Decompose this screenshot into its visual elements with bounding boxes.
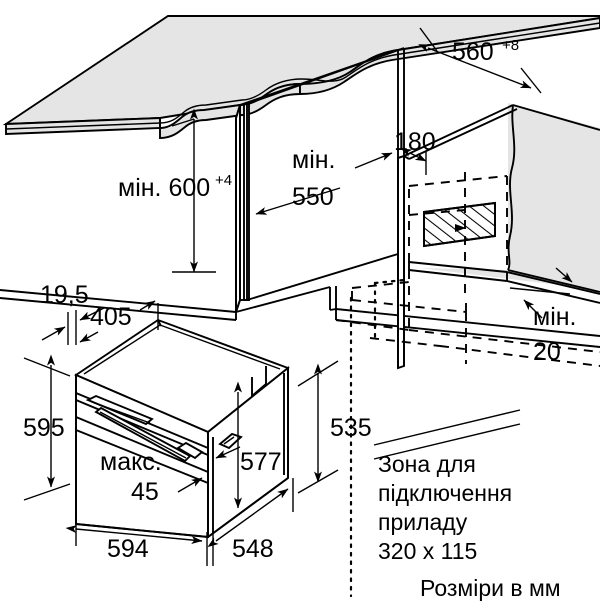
dim-label-max-prefix: макс. bbox=[100, 448, 162, 476]
dimension-405: 405 bbox=[79, 300, 159, 343]
dim-label-577: 577 bbox=[240, 448, 282, 476]
connection-zone-line2: підключення bbox=[378, 480, 512, 506]
dim-label-19-5: 19,5 bbox=[40, 281, 89, 309]
dim-label-min550-value: 550 bbox=[292, 183, 334, 211]
hatch-direction-arrow bbox=[455, 224, 466, 232]
connection-zone-note: Зона для підключення приладу 320 x 115 bbox=[378, 451, 512, 564]
dim-label-45: 45 bbox=[131, 478, 159, 506]
dimension-560: 560 +8 bbox=[418, 27, 542, 94]
connection-zone-hatch bbox=[423, 201, 496, 248]
dim-label-560-sup: +8 bbox=[502, 37, 519, 54]
dim-label-594: 594 bbox=[107, 535, 149, 563]
connection-zone-line3: приладу bbox=[378, 509, 468, 535]
connection-zone-leader bbox=[373, 409, 521, 460]
dim-label-min550-prefix: мін. bbox=[292, 146, 336, 174]
dimension-577: 577 bbox=[234, 381, 282, 509]
dimension-min-20: мін. 20 bbox=[509, 267, 577, 366]
dim-label-180: 180 bbox=[394, 128, 436, 156]
dimension-180: 180 bbox=[394, 128, 436, 175]
dim-label-560: 560 bbox=[452, 38, 494, 66]
dimension-595: 595 bbox=[23, 354, 71, 501]
dimension-min-600: мін. 600 +4 bbox=[118, 108, 232, 273]
dimension-max-45: макс. 45 bbox=[100, 446, 241, 506]
dimension-min-550: мін. 550 bbox=[255, 146, 393, 215]
dim-label-min600: мін. 600 bbox=[118, 174, 210, 202]
dimension-19-5: 19,5 bbox=[40, 281, 105, 345]
connection-zone-line1: Зона для bbox=[378, 451, 476, 477]
dim-label-595: 595 bbox=[23, 414, 65, 442]
dimension-535: 535 bbox=[297, 360, 372, 494]
cabinet-niche bbox=[0, 47, 600, 370]
dim-label-min20-value: 20 bbox=[533, 338, 561, 366]
units-note: Розміри в мм bbox=[420, 575, 561, 601]
dim-label-548: 548 bbox=[232, 535, 274, 563]
dimension-594: 594 bbox=[65, 516, 208, 566]
dim-label-405: 405 bbox=[90, 303, 132, 331]
connection-zone-line4: 320 x 115 bbox=[378, 538, 477, 564]
dim-label-min20-prefix: мін. bbox=[533, 303, 577, 331]
dimension-548: 548 bbox=[207, 478, 294, 566]
oven-appliance bbox=[74, 318, 290, 539]
dim-label-min600-sup: +4 bbox=[215, 172, 232, 189]
